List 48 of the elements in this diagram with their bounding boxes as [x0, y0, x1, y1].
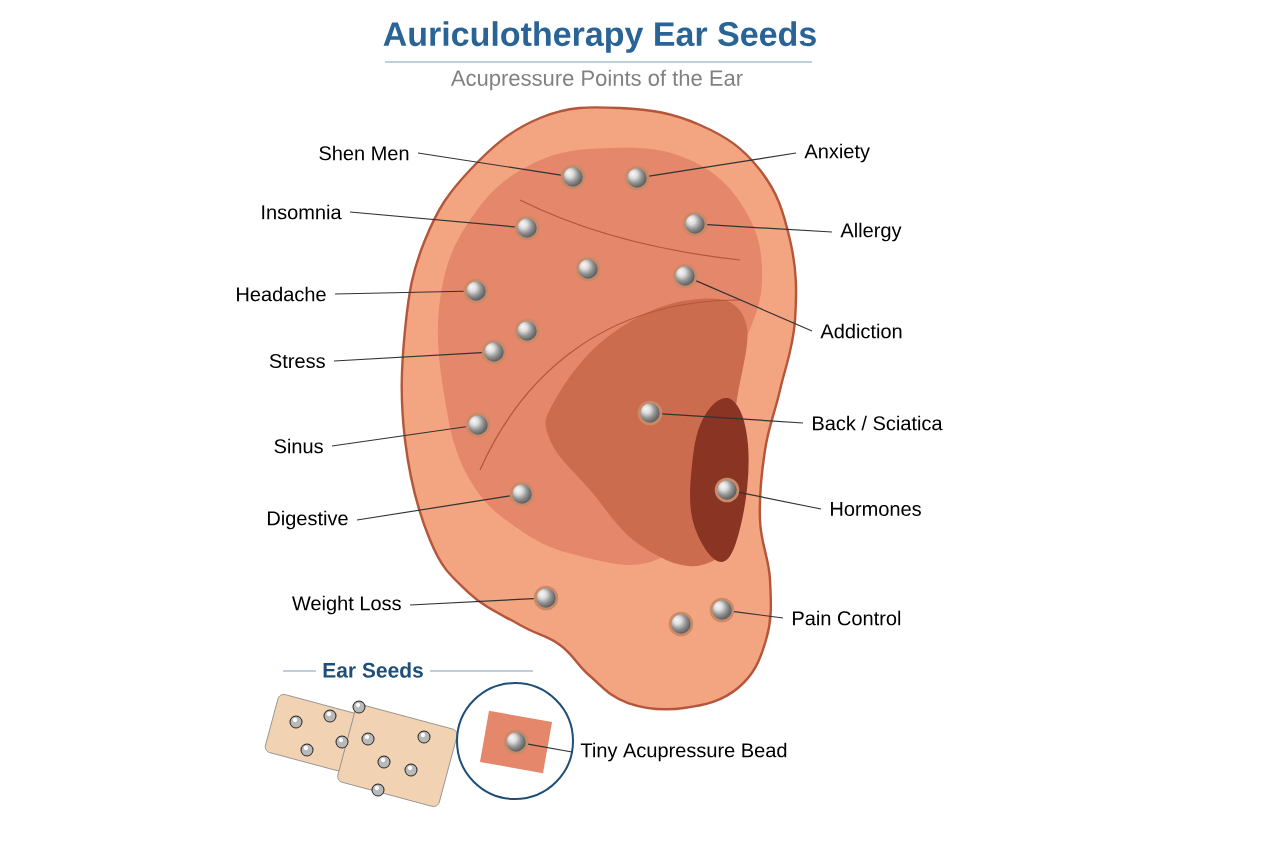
point-label: Stress: [269, 353, 325, 369]
ear-seed-bead: [624, 165, 650, 191]
section-heading: Ear Seeds: [323, 662, 423, 678]
ear-seed-bead: [503, 729, 529, 755]
leader-line: [417, 152, 562, 176]
leader-line: [706, 224, 833, 233]
leader-line: [695, 280, 813, 332]
ear-seed-bead: [709, 597, 735, 623]
ear-seed-bead: [668, 611, 694, 637]
point-label: Shen Men: [319, 145, 409, 161]
leader-line: [733, 611, 784, 619]
ear-seed-bead: [637, 400, 663, 426]
ear-seed-bead: [514, 215, 540, 241]
ear-seed-bead: [714, 477, 740, 503]
point-label: Hormones: [831, 502, 921, 516]
leader-line: [333, 352, 483, 362]
point-label: Addiction: [820, 323, 902, 339]
point-label: Back / Sciatica: [813, 415, 943, 431]
ear-seed-bead: [682, 211, 708, 237]
ear-seed-bead: [463, 278, 489, 304]
point-label: Anxiety: [804, 143, 870, 163]
point-label: Allergy: [840, 222, 902, 242]
leader-line: [349, 211, 516, 228]
point-label: Sinus: [274, 438, 323, 454]
subtitle: Acupressure Points of the Ear: [450, 69, 743, 91]
point-label: Insomnia: [262, 204, 342, 220]
point-label: Weight Loss: [292, 595, 401, 615]
leader-line: [661, 413, 804, 424]
ear-seed-bead: [465, 412, 491, 438]
leader-line: [409, 598, 535, 606]
leader-line: [331, 426, 467, 447]
point-label: Pain Control: [793, 610, 901, 626]
leader-line: [527, 743, 573, 753]
ear-seed-bead: [533, 585, 559, 611]
ear-seed-bead: [481, 339, 507, 365]
leader-line: [648, 152, 797, 177]
title: Auriculotherapy Ear Seeds: [383, 21, 816, 53]
ear-seed-bead: [560, 164, 586, 190]
ear-seed-bead: [509, 481, 535, 507]
ear-seed-bead: [514, 318, 540, 344]
ear-seed-bead: [575, 256, 601, 282]
point-label: Headache: [237, 286, 326, 302]
ear-seed-bead: [672, 263, 698, 289]
leader-line: [738, 491, 822, 510]
leader-line: [356, 495, 511, 521]
point-label: Tiny Acupressure Bead: [580, 742, 787, 762]
leader-line: [334, 290, 465, 295]
point-label: Digestive: [268, 510, 348, 530]
